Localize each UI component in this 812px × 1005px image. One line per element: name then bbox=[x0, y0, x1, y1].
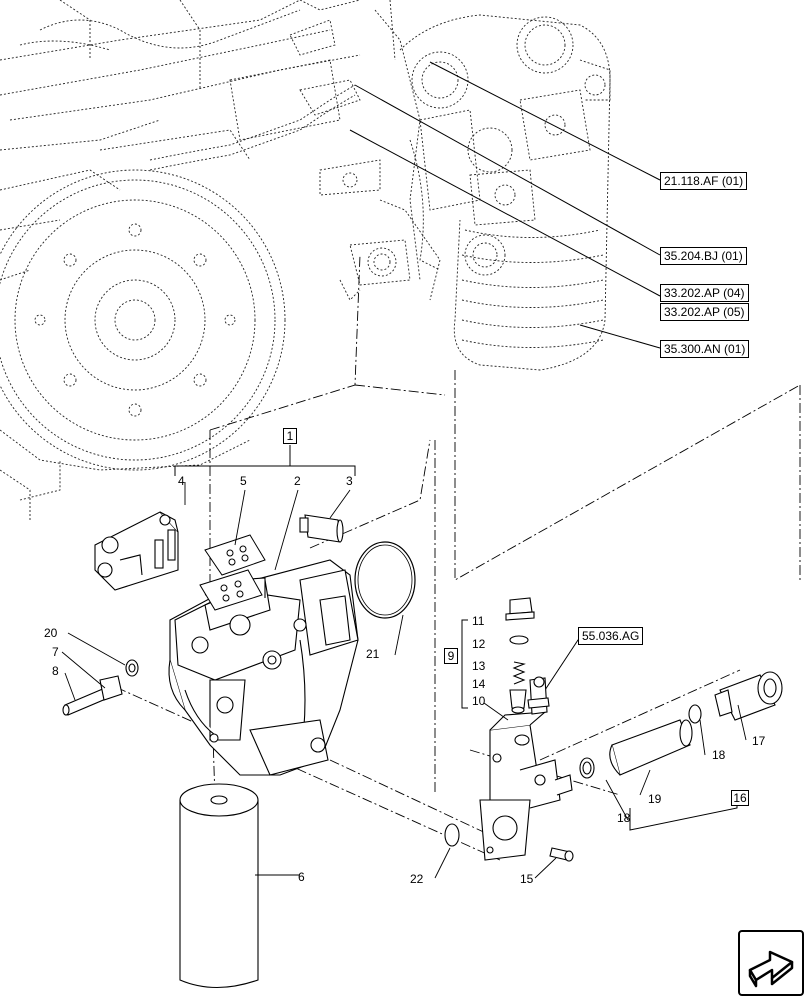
reference-box-33-202-04[interactable]: 33.202.AP (04) bbox=[660, 284, 749, 302]
reference-label: 33.202.AP (05) bbox=[664, 305, 745, 319]
solenoid-valve bbox=[94, 511, 179, 591]
callout-21: 21 bbox=[366, 647, 380, 661]
reference-box-33-202-05[interactable]: 33.202.AP (05) bbox=[660, 303, 749, 321]
callout-17: 17 bbox=[752, 734, 766, 748]
reference-label: 35.300.AN (01) bbox=[664, 342, 746, 356]
callout-7: 7 bbox=[52, 645, 59, 659]
reference-label: 21.118.AF (01) bbox=[664, 174, 744, 188]
callout-18-right: 18 bbox=[712, 748, 726, 762]
callout-leaders bbox=[61, 482, 747, 879]
filter-element bbox=[179, 783, 259, 989]
bolt-washer bbox=[62, 659, 139, 716]
callout-11: 11 bbox=[472, 614, 485, 628]
reference-label: 55.036.AG bbox=[582, 629, 640, 643]
reference-box-35-204[interactable]: 35.204.BJ (01) bbox=[660, 247, 747, 265]
kit-9-bracket bbox=[461, 619, 468, 709]
callout-20: 20 bbox=[44, 626, 58, 640]
o-ring-large bbox=[354, 541, 416, 619]
callout-4: 4 bbox=[178, 474, 185, 488]
callout-13: 13 bbox=[472, 659, 486, 673]
callout-22: 22 bbox=[410, 872, 424, 886]
hose-assembly bbox=[579, 671, 783, 779]
transmission-housing-phantom bbox=[399, 14, 611, 371]
hydraulic-pump bbox=[168, 559, 359, 776]
callout-8: 8 bbox=[52, 664, 59, 678]
reference-box-55-036[interactable]: 55.036.AG bbox=[578, 627, 644, 645]
reference-label: 35.204.BJ (01) bbox=[664, 249, 743, 263]
reference-label: 33.202.AP (04) bbox=[664, 286, 745, 300]
reference-box-35-300[interactable]: 35.300.AN (01) bbox=[660, 340, 750, 358]
callout-6: 6 bbox=[298, 870, 305, 884]
kit-box-1: 1 bbox=[283, 428, 297, 444]
navigation-arrow-button[interactable] bbox=[738, 930, 804, 996]
callout-14: 14 bbox=[472, 677, 486, 691]
plug bbox=[299, 514, 344, 543]
valve-assembly bbox=[444, 597, 574, 862]
callout-10: 10 bbox=[472, 694, 486, 708]
engine-phantom bbox=[0, 0, 441, 520]
kit-box-16: 16 bbox=[731, 790, 749, 806]
reference-box-21-118[interactable]: 21.118.AF (01) bbox=[660, 172, 748, 190]
arrow-navigation-icon bbox=[748, 950, 794, 988]
kit-box-9: 9 bbox=[444, 648, 458, 664]
callout-18-left: 18 bbox=[617, 811, 631, 825]
callout-3: 3 bbox=[346, 474, 353, 488]
callout-15: 15 bbox=[520, 872, 534, 886]
callout-2: 2 bbox=[294, 474, 301, 488]
callout-19: 19 bbox=[648, 792, 662, 806]
callout-5: 5 bbox=[240, 474, 247, 488]
callout-12: 12 bbox=[472, 637, 486, 651]
gasket-plates bbox=[199, 534, 266, 611]
